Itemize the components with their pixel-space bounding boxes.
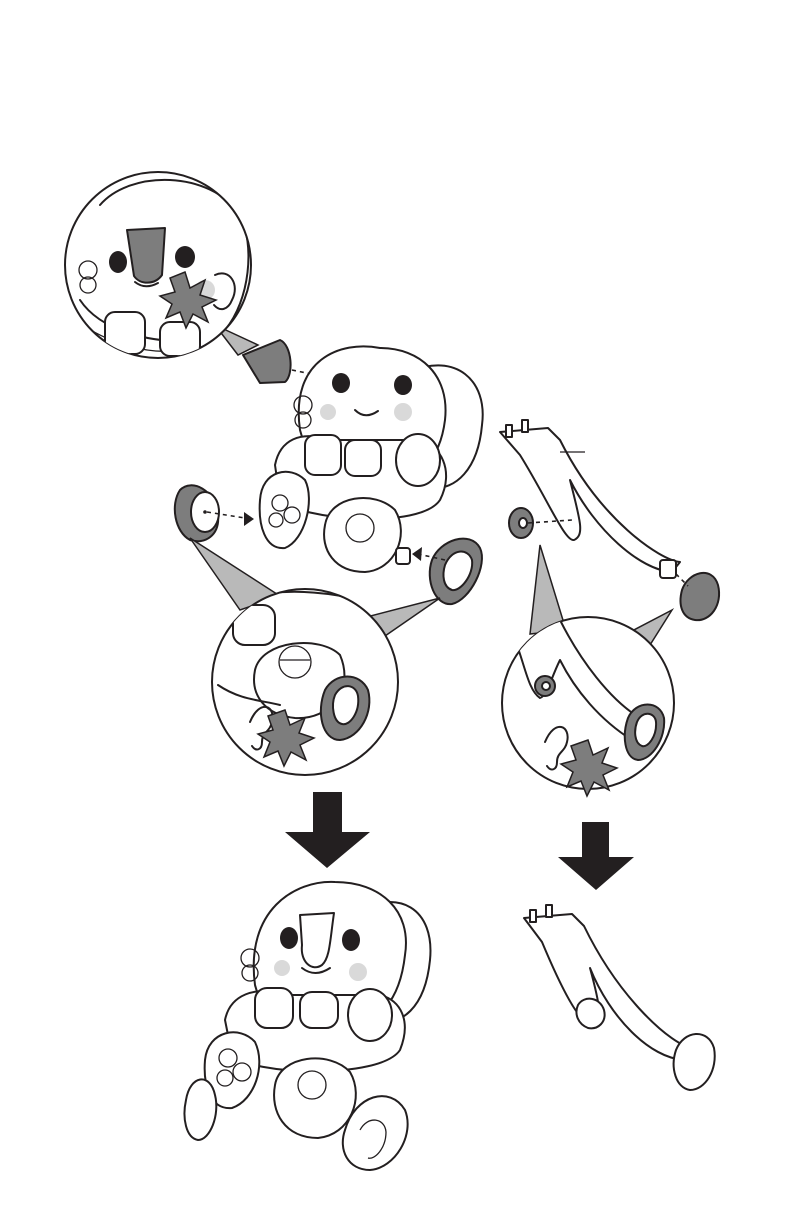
walker-wheel-right	[681, 573, 720, 620]
bear-wheel-left	[175, 485, 254, 541]
down-arrow-icon	[285, 792, 370, 868]
walker-assembled	[524, 905, 715, 1090]
wheel-click-detail	[190, 538, 440, 775]
bear-wheel-right	[412, 539, 482, 605]
walker-wheel-click-detail	[502, 545, 674, 796]
nose-click-detail	[65, 172, 258, 358]
bear-body-exploded	[260, 346, 483, 572]
walker-frame-exploded	[500, 420, 719, 620]
bear-assembled	[185, 882, 431, 1170]
down-arrow-icon	[558, 822, 634, 890]
